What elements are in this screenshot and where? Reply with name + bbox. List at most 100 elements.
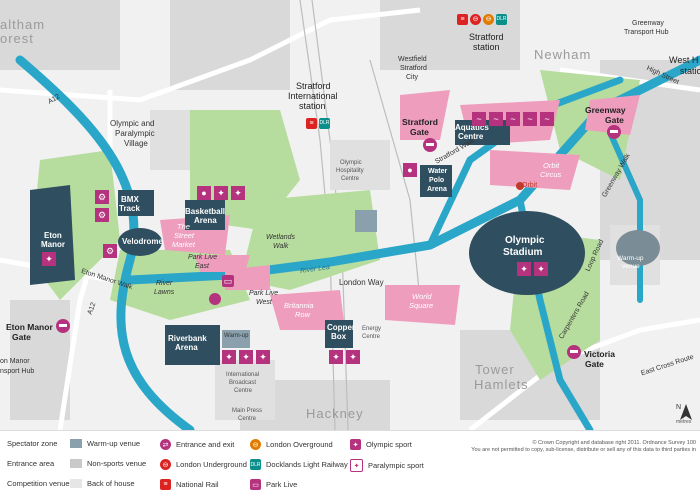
sport-tennis-icon: ✦: [42, 252, 56, 266]
path-river-lawns-2: Lawns: [154, 289, 175, 296]
venue-stadium-2: Stadium: [503, 247, 543, 258]
hospitality-2: Hospitality: [336, 168, 364, 174]
greenway-hub-2: Transport Hub: [624, 29, 669, 36]
venue-aquatics-1: Aquatics: [455, 123, 489, 132]
legend-non-sports-venue: Non-sports venue: [70, 459, 146, 468]
orbit-tag: Orbit: [522, 182, 538, 189]
path-river-lawns-1: River: [156, 280, 173, 287]
gate-greenway-1[interactable]: Greenway: [585, 105, 626, 115]
gate-stratford-1[interactable]: Stratford: [402, 117, 438, 127]
park-live-icon: ▭: [250, 479, 261, 490]
sport-pentathlon-swim-icon: ~: [523, 112, 537, 126]
britannia-2: Row: [295, 310, 311, 319]
area-label-tower: Tower: [475, 362, 515, 377]
gate-stratford-2[interactable]: Gate: [410, 127, 429, 137]
venue-water-polo-2: Polo: [429, 177, 445, 184]
westfield-3: City: [406, 74, 419, 81]
warmup-small: Warm-up: [224, 333, 249, 339]
venue-copper-1: Copper: [327, 323, 355, 332]
path-wetlands-2: Walk: [273, 243, 289, 250]
energy-2: Centre: [362, 334, 381, 340]
station-stratford-2: station: [473, 42, 500, 52]
main-press-1: Main Press: [232, 408, 263, 414]
dlr-icon: DLR: [319, 118, 330, 129]
entrance-exit-icon: ⇄: [160, 439, 171, 450]
legend-paralympic-sport: ✦Paralympic sport: [350, 459, 424, 472]
venue-water-polo-1: Water: [428, 168, 448, 175]
gate-greenway-2[interactable]: Gate: [605, 115, 624, 125]
park-live-west-2: West: [256, 299, 272, 306]
sport-5aside-icon: ✦: [256, 350, 270, 364]
sport-synchro-icon: ~: [506, 112, 520, 126]
village-2: Paralympic: [115, 129, 155, 138]
venue-water-polo-3: Arena: [427, 186, 447, 193]
broadcast-3: Centre: [234, 388, 253, 394]
village-3: Village: [124, 139, 148, 148]
westfield-1: Westfield: [398, 56, 427, 63]
venue-basketball-1: Basketball: [185, 207, 226, 216]
park-live-icon: ▭: [222, 275, 234, 287]
path-london-way: London Way: [339, 278, 384, 287]
dlr-icon: DLR: [496, 14, 507, 25]
legend-entrance-area: Entrance area: [7, 459, 55, 468]
venue-aquatics-2: Centre: [458, 132, 484, 141]
warmup-venues: [222, 210, 377, 348]
olympic-sport-icon: ✦: [350, 439, 361, 450]
sport-basketball-icon: ●: [197, 186, 211, 200]
station-intl-1: Stratford: [296, 81, 331, 91]
park-live-east-2: East: [195, 263, 210, 270]
legend-spectator-zone: Spectator zone: [7, 439, 58, 448]
area-label-forest: orest: [0, 31, 34, 46]
sport-swimming-icon: ~: [472, 112, 486, 126]
gate-victoria-1[interactable]: Victoria: [584, 349, 616, 359]
venue-riverbank-1: Riverbank: [168, 334, 207, 343]
main-press-2: Centre: [238, 416, 257, 422]
westfield-2: Stratford: [400, 65, 427, 72]
sport-para-swim-icon: ~: [540, 112, 554, 126]
street-market-2: Street: [174, 231, 195, 240]
sport-track-cycling-icon: ⚙: [103, 244, 117, 258]
map-canvas: [0, 0, 700, 430]
stratford-station-icons: ≡ ⊖ ⊖ DLR: [457, 14, 507, 25]
venue-basketball-2: Arena: [194, 216, 217, 225]
sport-para-athletics-icon: ✦: [534, 262, 548, 276]
legend-back-of-house: Back of house: [70, 479, 135, 488]
path-wetlands-1: Wetlands: [266, 234, 296, 241]
street-market-1: The: [177, 222, 190, 231]
energy-1: Energy: [362, 326, 382, 332]
station-intl-3: station: [299, 101, 326, 111]
gate-eton-manor-1[interactable]: Eton Manor: [6, 322, 53, 332]
dlr-icon: DLR: [250, 459, 261, 470]
national-rail-icon: ≡: [306, 118, 317, 129]
sport-water-polo-icon: ●: [403, 163, 417, 177]
sport-diving-icon: ~: [489, 112, 503, 126]
venue-bmx-2: Track: [119, 204, 140, 213]
eton-hub-2: nsport Hub: [0, 368, 35, 375]
overground-icon: ⊖: [250, 439, 261, 450]
street-market-3: Market: [172, 240, 195, 249]
underground-icon: ⊖: [470, 14, 481, 25]
area-label-hackney: Hackney: [306, 406, 364, 421]
britannia-1: Britannia: [284, 301, 314, 310]
hospitality-3: Centre: [341, 176, 360, 182]
scale-label: metres: [676, 419, 692, 425]
venue-eton-1: Eton: [44, 231, 62, 240]
sport-handball-icon: ✦: [214, 186, 228, 200]
venue-bmx-1: BMX: [121, 195, 139, 204]
legend-warmup-venue: Warm-up venue: [70, 439, 140, 448]
gate-victoria-2[interactable]: Gate: [585, 359, 604, 369]
urban-blocks: [0, 0, 700, 430]
legend-entrance-exit: ⇄Entrance and exit: [160, 439, 234, 450]
legend-overground: ⊖London Overground: [250, 439, 333, 450]
sport-bmx-icon: ⚙: [95, 190, 109, 204]
gate-eton-manor-2[interactable]: Gate: [12, 332, 31, 342]
warmup-venue-2: venue: [622, 263, 640, 270]
sport-football-icon: ✦: [239, 350, 253, 364]
national-rail-icon: ≡: [457, 14, 468, 25]
competition-venues: [30, 120, 660, 365]
sport-cycling-icon: ⚙: [95, 208, 109, 222]
copyright: © Crown Copyright and database right 201…: [471, 440, 696, 454]
hospitality-1: Olympic: [340, 160, 362, 166]
